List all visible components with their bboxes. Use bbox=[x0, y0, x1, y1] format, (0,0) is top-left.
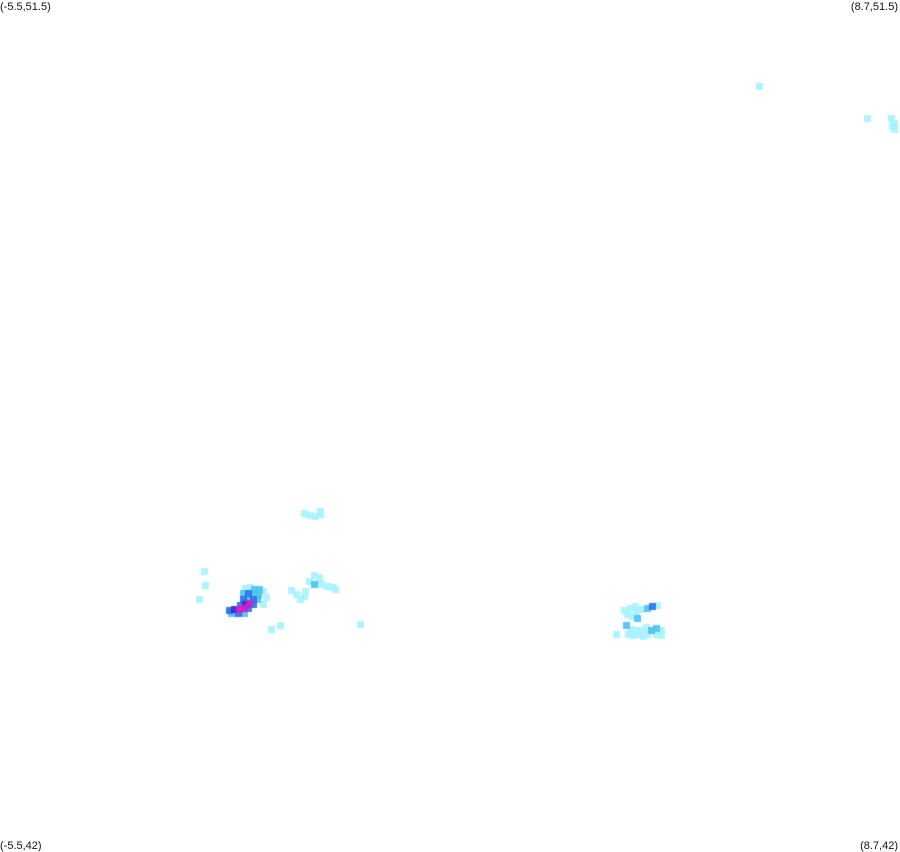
corner-label-bottom-right: (8.7,42) bbox=[860, 840, 898, 852]
corner-label-top-left: (-5.5,51.5) bbox=[0, 1, 51, 13]
corner-label-bottom-left: (-5.5,42) bbox=[0, 840, 42, 852]
corner-label-top-right: (8.7,51.5) bbox=[850, 1, 898, 13]
